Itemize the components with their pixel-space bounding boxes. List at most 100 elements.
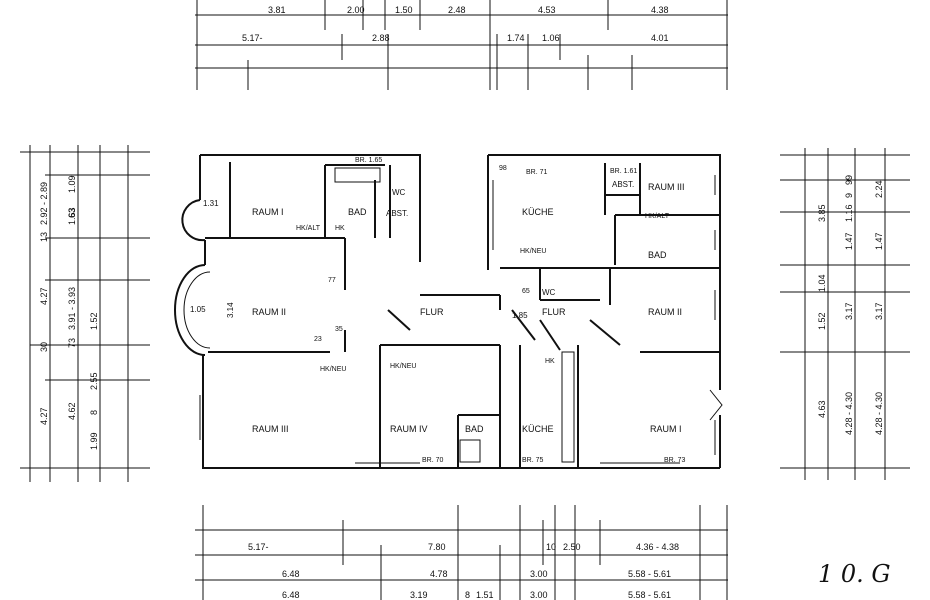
plan-annotations: BR. 1.65 HK/ALT HK 1.31 77 1.05 3.14 35 …	[190, 157, 686, 464]
room-label: ABST.	[612, 180, 634, 189]
right-dim-label: 1.52	[817, 312, 827, 330]
left-dim-label: 4.27	[39, 287, 49, 305]
room-label: RAUM II	[252, 307, 286, 317]
right-dim-label: 9	[844, 193, 854, 198]
top-dim-label: 1.06	[542, 33, 560, 43]
top-dim-label: 4.01	[651, 33, 669, 43]
left-dim-label: 2.55	[89, 372, 99, 390]
annotation: BR. 1.65	[355, 157, 382, 164]
room-label: RAUM III	[252, 424, 289, 434]
right-dim-label: 4.28 - 4.30	[844, 392, 854, 435]
right-dim-label: 1.04	[817, 274, 827, 292]
left-apartment-walls	[174, 154, 560, 469]
room-label: RAUM I	[650, 424, 682, 434]
room-label: FLUR	[420, 307, 444, 317]
annotation: BR. 75	[522, 457, 544, 464]
right-dim-label: 1.47	[844, 232, 854, 250]
bottom-dim-label: 3.19	[410, 590, 428, 600]
left-dim-label: 4.27	[39, 407, 49, 425]
annotation: BR. 1.61	[610, 168, 637, 175]
left-dim-label: 4.62	[67, 402, 77, 420]
right-dim-label: 3.17	[844, 302, 854, 320]
bottom-dim-label: 3.00	[530, 590, 548, 600]
bottom-dim-label: 4.78	[430, 569, 448, 579]
left-dim-label: 73	[67, 338, 77, 348]
top-dim-label: 1.74	[507, 33, 525, 43]
bottom-dim-label: 8	[465, 590, 470, 600]
room-label: WC	[542, 288, 556, 297]
window-marks	[199, 167, 723, 464]
sheet-number: 1 0. G	[818, 560, 891, 588]
bottom-dim-label: 7.80	[428, 542, 446, 552]
top-dim-label: 2.88	[372, 33, 390, 43]
annotation: 1.31	[203, 199, 219, 208]
bottom-dim-label: 5.58 - 5.61	[628, 590, 671, 600]
left-dimension-chains	[20, 145, 150, 482]
room-label: BAD	[648, 250, 667, 260]
annotation: 98	[499, 165, 507, 172]
room-label: RAUM I	[252, 207, 284, 217]
annotation: HK/ALT	[645, 213, 670, 220]
bottom-dim-label: 3.00	[530, 569, 548, 579]
right-dim-label: 1.47	[874, 232, 884, 250]
bottom-dim-label: 6.48	[282, 590, 300, 600]
room-label: RAUM III	[648, 182, 685, 192]
left-dim-label: 1.52	[89, 312, 99, 330]
annotation: HK	[545, 358, 555, 365]
right-dim-label: 3.17	[874, 302, 884, 320]
left-dim-label: 1.63	[67, 207, 77, 225]
annotation: HK/NEU	[520, 248, 546, 255]
annotation: 1.05	[190, 305, 206, 314]
right-dim-label: 4.28 - 4.30	[874, 392, 884, 435]
top-dim-label: 1.50	[395, 5, 413, 15]
right-dim-label: 3.85	[817, 204, 827, 222]
left-dim-label: 1.09	[67, 175, 77, 193]
bottom-dimension-chains	[195, 505, 728, 600]
annotation: 77	[328, 277, 336, 284]
top-dim-label: 2.48	[448, 5, 466, 15]
room-label: ABST.	[386, 209, 408, 218]
right-dim-label: 4.63	[817, 400, 827, 418]
room-label: FLUR	[542, 307, 566, 317]
right-dim-label: 99	[844, 175, 854, 185]
room-label: BAD	[465, 424, 484, 434]
annotation: 35	[335, 326, 343, 333]
right-dim-label: 2.24	[874, 180, 884, 198]
bottom-dim-label: 5.58 - 5.61	[628, 569, 671, 579]
room-label: KÜCHE	[522, 424, 554, 434]
bottom-dim-label: 5.17-	[248, 542, 269, 552]
left-dim-label: 13	[39, 232, 49, 242]
room-label: RAUM IV	[390, 424, 428, 434]
right-dimension-chains	[780, 148, 910, 480]
top-dimension-chains	[195, 0, 728, 90]
annotation: HK/NEU	[390, 363, 416, 370]
bottom-dimension-labels: 5.17- 7.80 10 2.50 4.36 - 4.38 6.48 4.78…	[248, 542, 679, 600]
annotation: 3.14	[226, 302, 235, 318]
bottom-dim-label: 2.50	[563, 542, 581, 552]
top-dim-label: 5.17-	[242, 33, 263, 43]
right-apartment-walls	[487, 154, 721, 469]
bottom-dim-label: 6.48	[282, 569, 300, 579]
bottom-dim-label: 1.51	[476, 590, 494, 600]
room-label: WC	[392, 188, 406, 197]
annotation: HK/NEU	[320, 366, 346, 373]
left-dim-label: 3.91 - 3.93	[67, 287, 77, 330]
annotation: HK	[335, 225, 345, 232]
annotation: 1.85	[512, 311, 528, 320]
top-dim-label: 3.81	[268, 5, 286, 15]
room-label: BAD	[348, 207, 367, 217]
annotation: BR. 70	[422, 457, 444, 464]
left-dimension-labels: 4.27 30 4.27 13 2.92 - 2.89 3.91 - 3.93 …	[39, 175, 99, 450]
room-label: RAUM II	[648, 307, 682, 317]
right-dimension-labels: 3.85 1.04 1.52 4.63 99 1.16 9 1.47 3.17 …	[817, 175, 884, 435]
top-dim-label: 2.00	[347, 5, 365, 15]
annotation: BR. 73	[664, 457, 686, 464]
annotation: 65	[522, 288, 530, 295]
left-dim-label: 30	[39, 342, 49, 352]
top-dim-label: 4.53	[538, 5, 556, 15]
room-labels: RAUM I BAD WC ABST. RAUM II RAUM III RAU…	[252, 180, 685, 434]
room-label: KÜCHE	[522, 207, 554, 217]
bottom-dim-label: 4.36 - 4.38	[636, 542, 679, 552]
left-dim-label: 2.92 - 2.89	[39, 182, 49, 225]
